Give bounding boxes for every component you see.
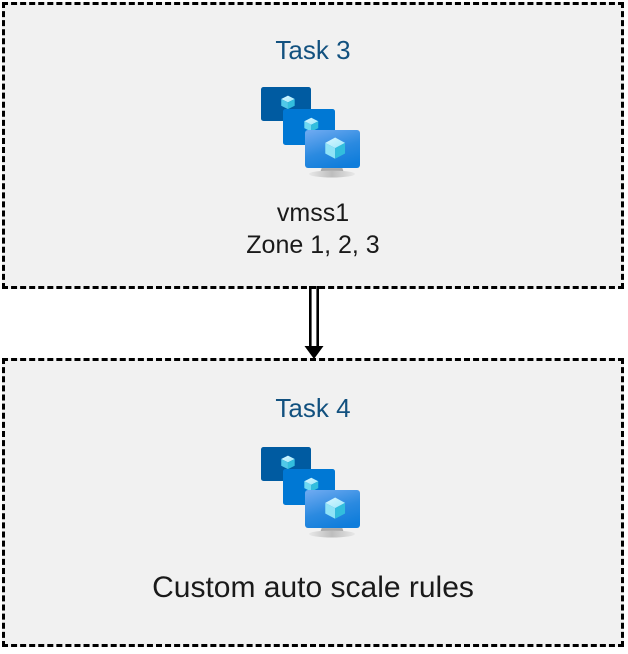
virtual-machine-scale-set-icon xyxy=(257,443,369,541)
task-4-caption-line-1: Custom auto scale rules xyxy=(152,571,474,604)
virtual-machine-scale-set-icon xyxy=(257,83,369,181)
task-4-caption: Custom auto scale rules xyxy=(152,569,474,607)
arrow-task3-to-task4 xyxy=(299,286,329,360)
task-3-title: Task 3 xyxy=(275,35,351,65)
task-3-caption-line-1: vmss1 xyxy=(276,199,350,227)
task-3-caption-line-2: Zone 1, 2, 3 xyxy=(246,231,380,259)
task-box-task-4[interactable]: Task 4 xyxy=(2,358,624,647)
task-box-task-3[interactable]: Task 3 xyxy=(2,2,624,289)
task-3-caption: vmss1 Zone 1, 2, 3 xyxy=(246,197,379,261)
task-4-title: Task 4 xyxy=(275,393,351,423)
